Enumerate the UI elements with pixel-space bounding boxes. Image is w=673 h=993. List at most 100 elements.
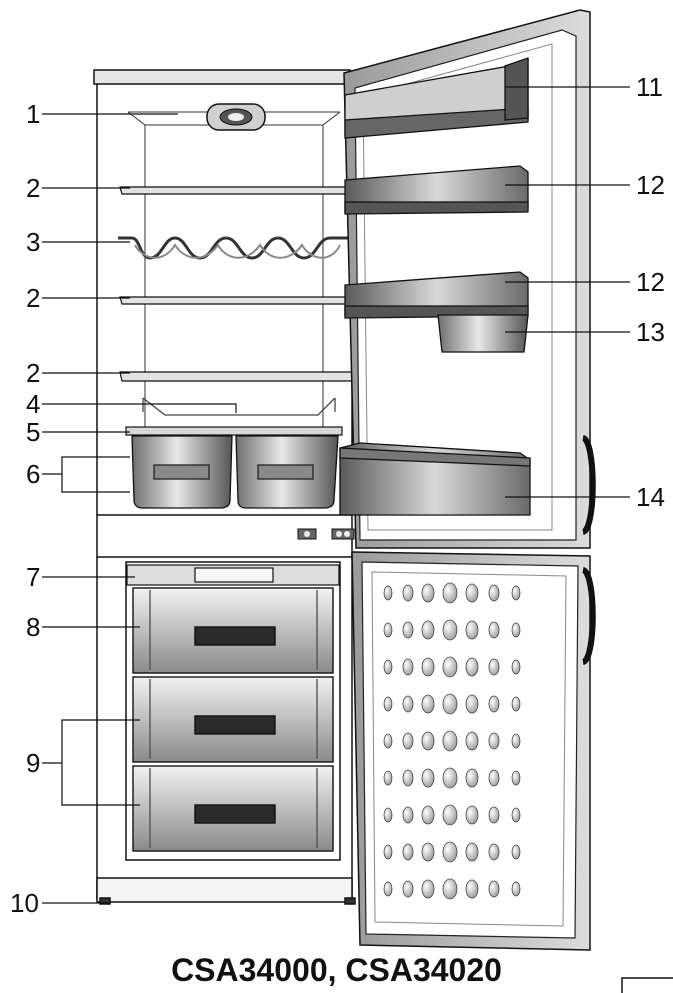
- door-dimple: [511, 659, 521, 675]
- callout-1-label: 1: [26, 99, 41, 129]
- door-dimple: [465, 694, 479, 714]
- door-dimple: [402, 880, 414, 898]
- freezer-drawers: [132, 587, 334, 852]
- callout-9-label: 9: [26, 748, 41, 778]
- door-dimple: [465, 805, 479, 825]
- door-dimple: [442, 767, 458, 789]
- door-dimple: [465, 657, 479, 677]
- callout-13-label: 13: [636, 317, 665, 347]
- door-dimple: [488, 584, 500, 602]
- door-dimple: [402, 769, 414, 787]
- bottle-shelf: [339, 442, 531, 516]
- callout-7-label: 7: [26, 562, 41, 592]
- door-dimple: [488, 732, 500, 750]
- door-dimple: [488, 843, 500, 861]
- door-dimple: [402, 732, 414, 750]
- door-dimple: [465, 842, 479, 862]
- door-dimple: [442, 730, 458, 752]
- callout-11-label: 11: [636, 72, 663, 102]
- door-dimple: [488, 695, 500, 713]
- callout-6-label: 6: [26, 459, 41, 489]
- freezer-compartment: [125, 561, 341, 861]
- door-dimple: [383, 881, 393, 897]
- freezer-drawer: [132, 676, 334, 763]
- door-dimple: [488, 621, 500, 639]
- door-dimple: [402, 695, 414, 713]
- callout-2-label: 2: [26, 358, 41, 388]
- callout-3-label: 3: [26, 227, 41, 257]
- glass-shelf: [119, 186, 356, 382]
- callout-lines: [42, 86, 630, 904]
- door-dimple: [421, 805, 435, 825]
- door-dimple: [402, 806, 414, 824]
- door-dimple: [421, 620, 435, 640]
- door-dimple: [465, 620, 479, 640]
- cabinet-body: [93, 69, 356, 905]
- crisper-glass-cover: [125, 426, 343, 436]
- callout-12-label: 12: [636, 267, 665, 297]
- freezer-top-flap: [126, 564, 340, 586]
- callout-12-label: 12: [636, 170, 665, 200]
- door-dimple: [465, 731, 479, 751]
- callout-8-label: 8: [26, 612, 41, 642]
- door-dimple: [465, 583, 479, 603]
- door-dimple: [421, 842, 435, 862]
- callout-10-label: 10: [10, 888, 39, 918]
- door-dimple: [402, 843, 414, 861]
- door-dimple: [383, 844, 393, 860]
- door-dimple: [442, 656, 458, 678]
- door-dimple: [488, 806, 500, 824]
- freezer-drawer: [132, 765, 334, 852]
- control-panel: [297, 528, 355, 540]
- callout-4-label: 4: [26, 389, 41, 419]
- door-dimple: [421, 879, 435, 899]
- door-dimple: [442, 878, 458, 900]
- interior-lamp: [206, 103, 266, 131]
- freezer-drawer: [132, 587, 334, 674]
- door-dimple: [511, 622, 521, 638]
- callout-2-label: 2: [26, 283, 41, 313]
- door-dimple: [383, 770, 393, 786]
- door-dimple: [421, 694, 435, 714]
- door-dimple: [465, 768, 479, 788]
- door-dimple: [511, 733, 521, 749]
- callout-14-label: 14: [636, 482, 665, 512]
- egg-tray: [437, 314, 529, 353]
- door-dimple: [402, 584, 414, 602]
- model-title: CSA34000, CSA34020: [171, 952, 502, 988]
- door-dimple: [442, 804, 458, 826]
- callout-5-label: 5: [26, 417, 41, 447]
- door-dimple: [511, 696, 521, 712]
- door-dimple: [421, 657, 435, 677]
- door-shelf: [344, 165, 529, 215]
- fridge-interior: [127, 111, 341, 440]
- door-dimple: [383, 659, 393, 675]
- door-dimple: [465, 879, 479, 899]
- crisper-bins: [131, 435, 339, 509]
- door-dimple: [511, 881, 521, 897]
- door-dimple: [511, 585, 521, 601]
- dairy-compartment: [344, 57, 529, 139]
- bottle-rack: [118, 236, 348, 260]
- door-dimple: [402, 621, 414, 639]
- door-dimple: [511, 770, 521, 786]
- callout-2-label: 2: [26, 173, 41, 203]
- door-dimple: [442, 693, 458, 715]
- door-dimple: [402, 658, 414, 676]
- door-dimple: [511, 844, 521, 860]
- door-dimple: [442, 619, 458, 641]
- door-dimple: [421, 731, 435, 751]
- door-dimple: [488, 769, 500, 787]
- crisper-cover-support: [142, 397, 336, 416]
- freezer-door-dimples: [383, 582, 521, 900]
- door-dimple: [383, 585, 393, 601]
- door-dimple: [442, 582, 458, 604]
- door-dimple: [442, 841, 458, 863]
- door-dimple: [383, 807, 393, 823]
- door-dimple: [421, 768, 435, 788]
- page-corner-mark: [621, 977, 673, 993]
- door-dimple: [383, 622, 393, 638]
- door-dimple: [511, 807, 521, 823]
- door-dimple: [488, 880, 500, 898]
